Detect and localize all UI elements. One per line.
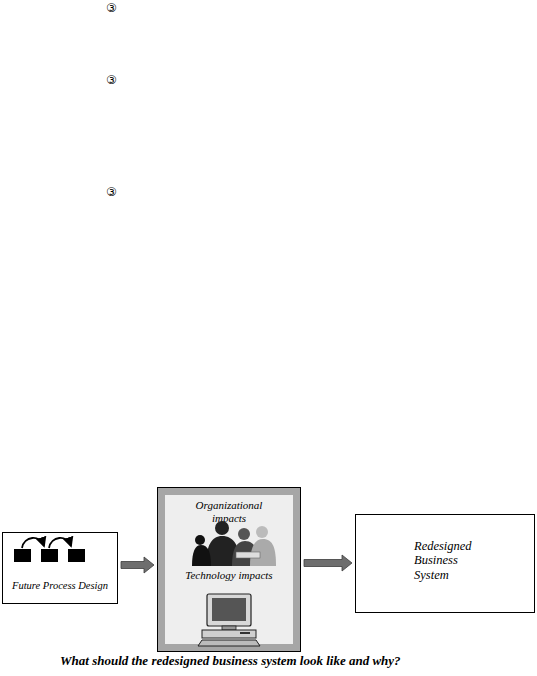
bullet-marker: ③	[106, 73, 117, 87]
node-text: Technology impacts	[158, 569, 300, 582]
process-box: Future Process Design	[2, 532, 118, 604]
impact-panel: Organizational impactsTechnology impacts	[157, 487, 301, 652]
bullet-marker: ③	[106, 185, 117, 199]
figure-caption: What should the redesigned business syst…	[60, 653, 401, 669]
node-text: Organizational impacts	[193, 499, 265, 524]
node-text: Future Process Design	[3, 580, 117, 592]
process-box: Redesigned Business System	[355, 514, 535, 613]
node-text: Redesigned Business System	[414, 539, 486, 582]
bullet-marker: ③	[106, 1, 117, 15]
flow-arrow	[304, 555, 352, 571]
flow-arrow	[121, 557, 154, 573]
